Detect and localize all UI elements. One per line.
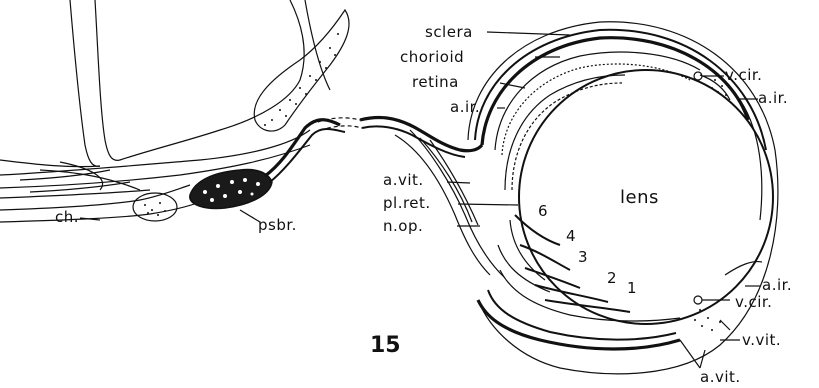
label-a-vit-bottom: a.vit.: [700, 368, 741, 386]
label-lens: lens: [620, 187, 659, 208]
label-branch-2: 2: [607, 269, 617, 287]
label-a-vit-left: a.vit.: [383, 171, 424, 189]
label-v-vit: v.vit.: [742, 331, 781, 349]
label-v-cir-top: v.cir.: [725, 66, 762, 84]
label-a-ir-top-right: a.ir.: [758, 89, 788, 107]
pseudobranch: [190, 170, 272, 209]
small-oval-body: [133, 193, 177, 221]
label-ch: ch.: [55, 208, 79, 226]
label-branch-1: 1: [627, 279, 637, 297]
stippled-gland: [254, 10, 349, 131]
choroid-lower-lines: [0, 185, 210, 222]
label-retina: retina: [412, 73, 459, 91]
label-a-ir-bottom: a.ir.: [762, 276, 792, 294]
label-chorioid: chorioid: [400, 48, 464, 66]
figure-number: 15: [370, 333, 401, 358]
label-pl-ret: pl.ret.: [383, 194, 431, 212]
labels: sclera chorioid retina a.ir. v.cir. a.ir…: [55, 23, 792, 386]
label-branch-6: 6: [538, 202, 548, 220]
label-psbr: psbr.: [258, 216, 297, 234]
label-n-op: n.op.: [383, 217, 423, 235]
label-sclera: sclera: [425, 23, 473, 41]
label-branch-4: 4: [566, 227, 576, 245]
label-branch-3: 3: [578, 248, 588, 266]
label-a-ir-top-left: a.ir.: [450, 98, 480, 116]
label-v-cir-bottom: v.cir.: [735, 293, 772, 311]
head-tissue-outline: [0, 0, 330, 167]
